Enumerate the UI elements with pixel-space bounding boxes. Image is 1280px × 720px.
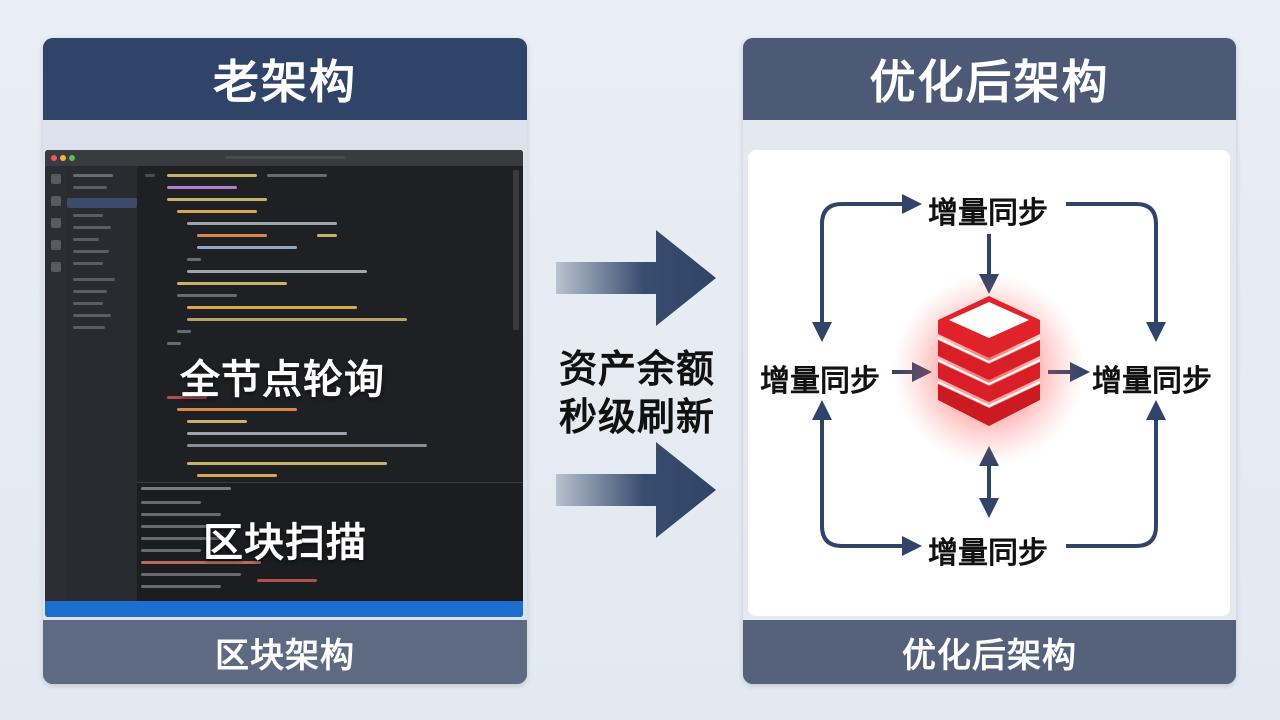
editor-file-explorer <box>67 166 137 601</box>
old-architecture-footer: 区块架构 <box>43 620 527 684</box>
old-architecture-panel: 老架构 <box>43 38 527 684</box>
upper-right-arrow <box>556 230 716 326</box>
editor-status-bar <box>45 601 523 617</box>
editor-terminal <box>137 482 523 601</box>
optimized-architecture-footer: 优化后架构 <box>743 620 1236 684</box>
block-scanning-label: 区块扫描 <box>203 520 367 566</box>
incremental-sync-diagram: 增量同步 增量同步 增量同步 增量同步 <box>748 150 1230 616</box>
sync-label-right: 增量同步 <box>1092 364 1212 399</box>
sync-label-top: 增量同步 <box>928 196 1048 231</box>
middle-caption-line2: 秒级刷新 <box>558 394 715 439</box>
sync-label-bottom: 增量同步 <box>928 536 1048 571</box>
sync-diagram-connectors <box>812 194 1166 556</box>
sync-label-left: 增量同步 <box>760 364 880 399</box>
full-node-polling-label: 全节点轮询 <box>180 357 385 403</box>
middle-caption: 资产余额 秒级刷新 <box>552 346 722 441</box>
editor-activity-bar <box>45 166 67 601</box>
optimized-architecture-body: 增量同步 增量同步 增量同步 增量同步 <box>743 120 1236 620</box>
lower-right-arrow <box>556 442 716 538</box>
old-architecture-body: 全节点轮询 区块扫描 <box>43 120 527 620</box>
editor-titlebar <box>45 150 523 166</box>
optimized-architecture-panel: 优化后架构 <box>743 38 1236 684</box>
optimized-architecture-title: 优化后架构 <box>743 38 1236 120</box>
database-server-icon <box>937 296 1041 426</box>
loop-arrow-bottom-right <box>1066 400 1166 548</box>
loop-arrow-top-left <box>812 194 922 342</box>
middle-caption-line1: 资产余额 <box>558 347 715 391</box>
old-architecture-title: 老架构 <box>43 38 527 120</box>
editor-code-area <box>137 166 523 482</box>
loop-arrow-bottom-left <box>812 400 922 556</box>
loop-arrow-top-right <box>1066 202 1166 342</box>
code-editor-screenshot <box>45 150 523 617</box>
